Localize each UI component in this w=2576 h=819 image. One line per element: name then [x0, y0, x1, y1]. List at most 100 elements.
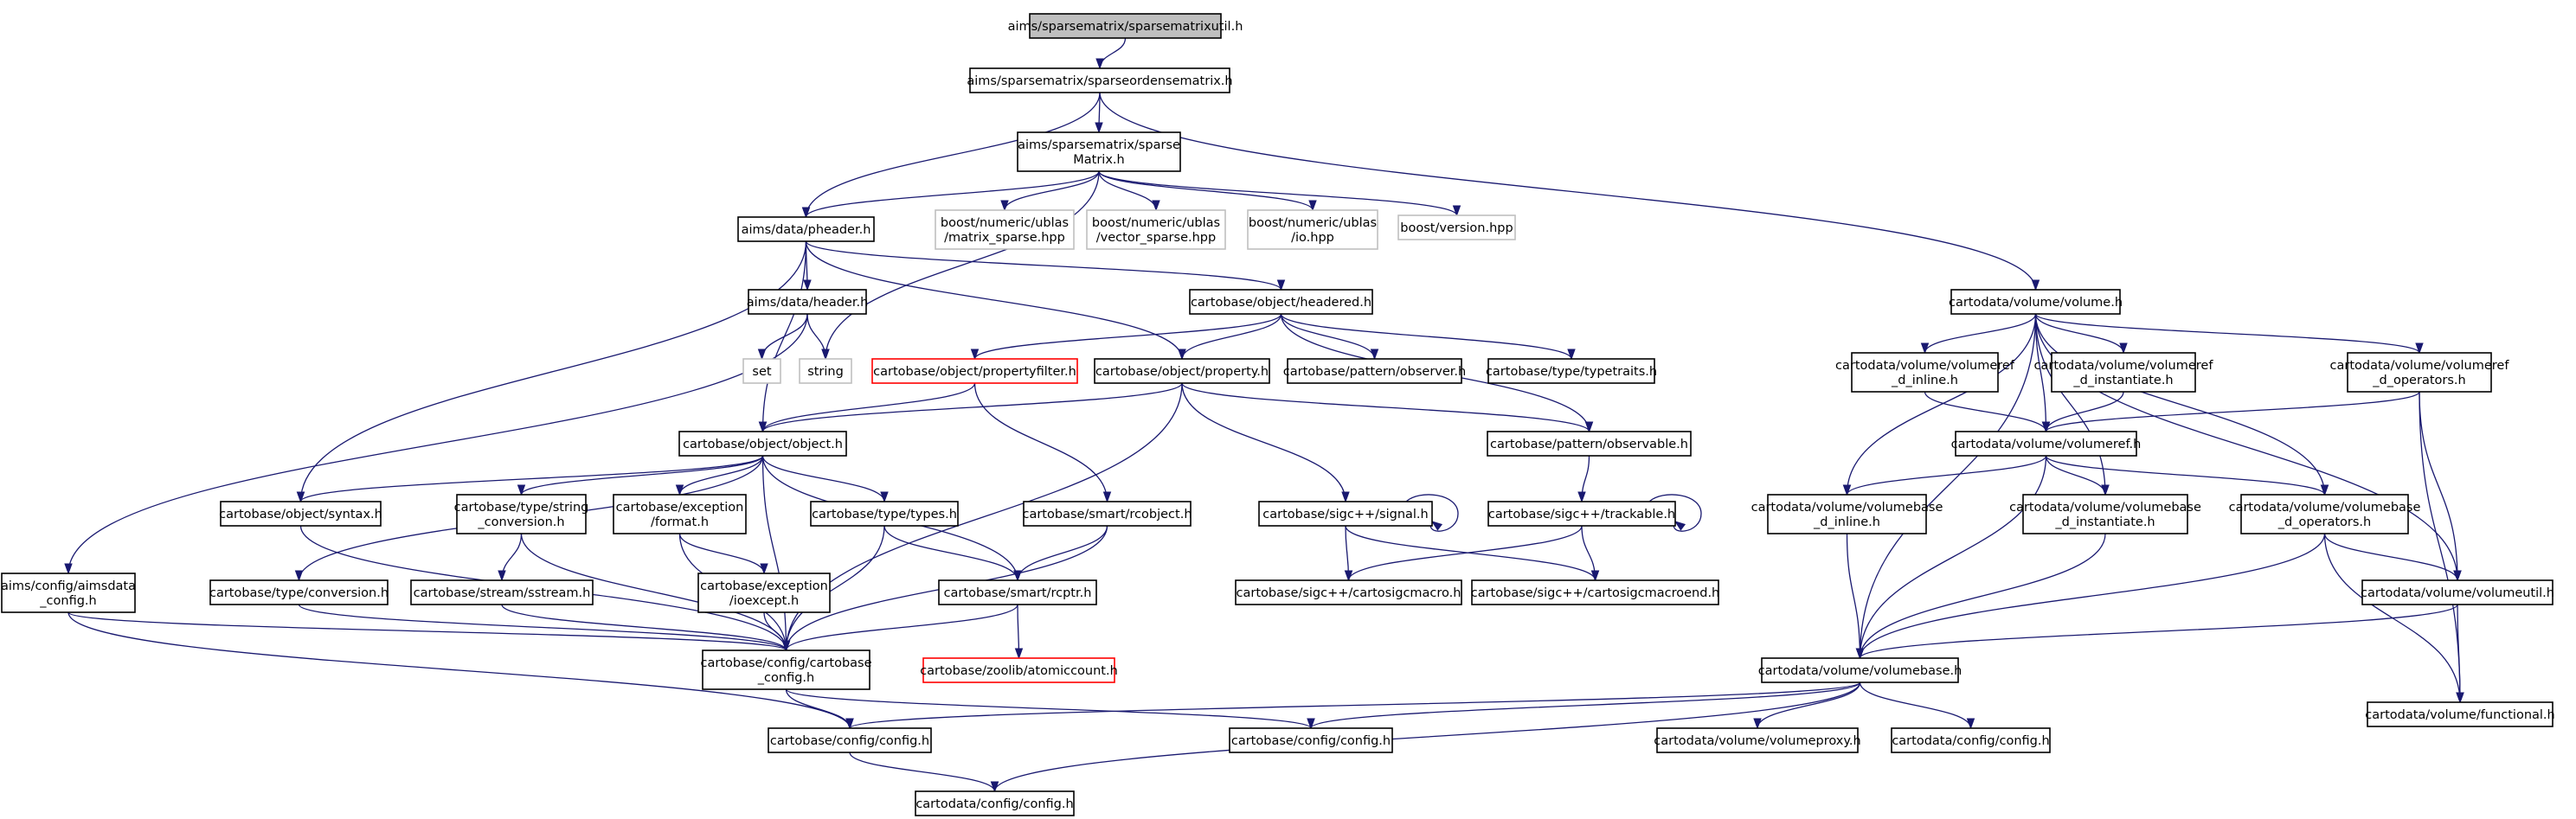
dependency-edge: [1098, 170, 1160, 212]
node-box: [871, 358, 1078, 384]
arrowhead: [801, 207, 811, 219]
file-node-volume[interactable]: cartodata/volume/volume.h: [1949, 289, 2123, 315]
file-node-sigcmacro[interactable]: cartobase/sigc++/cartosigcmacro.h: [1235, 579, 1462, 605]
dependency-edge: [1855, 533, 2326, 660]
node-box: [922, 657, 1115, 683]
file-node-bvecsparse: boost/numeric/ublas/vector_sparse.hpp: [1086, 209, 1226, 250]
file-node-strconv[interactable]: cartobase/type/string_conversion.h: [454, 494, 589, 534]
file-node-config2[interactable]: cartobase/config/config.h: [1229, 727, 1393, 753]
file-node-format[interactable]: cartobase/exception/format.h: [613, 494, 747, 534]
node-box: [1767, 494, 1927, 534]
file-node-cbconfig[interactable]: cartobase/config/cartobase_config.h: [700, 649, 872, 690]
node-label: string: [807, 365, 844, 379]
node-box: [799, 358, 852, 384]
file-node-types[interactable]: cartobase/type/types.h: [810, 501, 959, 527]
arrowhead: [1344, 570, 1353, 582]
file-node-volumebase[interactable]: cartodata/volume/volumebase.h: [1758, 657, 1963, 683]
dependency-edge: [1405, 494, 1459, 532]
self-loop-line: [1405, 494, 1459, 532]
file-node-sodm[interactable]: aims/sparsematrix/sparseordensematrix.h: [967, 67, 1233, 93]
node-label: cartobase/sigc++/cartosigcmacro.h: [1237, 586, 1461, 600]
dependency-edge: [1648, 494, 1702, 532]
file-node-observable[interactable]: cartobase/pattern/observable.h: [1487, 431, 1692, 457]
file-node-rcobject[interactable]: cartobase/smart/rcobject.h: [1022, 501, 1192, 527]
edge-line: [1017, 525, 1108, 581]
file-node-vrefinst[interactable]: cartodata/volume/volumeref_d_instantiate…: [2034, 352, 2214, 393]
edge-line: [1859, 681, 1972, 729]
file-node-volumeref[interactable]: cartodata/volume/volumeref.h: [1951, 431, 2142, 457]
file-node-bversion: boost/version.hpp: [1397, 214, 1516, 240]
dependency-edge: [1307, 681, 1861, 730]
file-node-ioexcept[interactable]: cartobase/exception/ioexcept.h: [697, 573, 831, 613]
arrowhead: [1013, 570, 1022, 582]
file-node-header[interactable]: aims/data/header.h: [747, 289, 869, 315]
arrowhead: [1920, 342, 1930, 355]
node-label: _d_operators.h: [2372, 374, 2465, 387]
file-node-trackable[interactable]: cartobase/sigc++/trackable.h: [1487, 501, 1676, 527]
dependency-edge: [296, 240, 807, 503]
file-node-rcptr[interactable]: cartobase/smart/rcptr.h: [938, 579, 1097, 605]
node-label: cartodata/volume/volumebase: [2009, 501, 2201, 515]
file-node-vrefinline[interactable]: cartodata/volume/volumeref_d_inline.h: [1835, 352, 2015, 393]
edge-line: [973, 382, 1108, 502]
node-box: [697, 573, 831, 613]
arrowhead: [821, 349, 830, 361]
node-label: /io.hpp: [1291, 231, 1334, 245]
node-label: aims/sparsematrix/sparsematrixutil.h: [1008, 20, 1243, 34]
arrowhead: [1590, 570, 1600, 582]
file-node-atomic[interactable]: cartobase/zoolib/atomiccount.h: [920, 657, 1118, 683]
file-node-pheader[interactable]: aims/data/pheader.h: [737, 216, 875, 242]
file-node-observer[interactable]: cartobase/pattern/observer.h: [1283, 358, 1466, 384]
edge-line: [2045, 455, 2326, 496]
arrowhead: [2453, 570, 2462, 582]
file-node-vbops[interactable]: cartodata/volume/volumebase_d_operators.…: [2229, 494, 2421, 534]
file-node-cdconfig[interactable]: cartodata/config/config.h: [915, 790, 1075, 816]
file-node-headered[interactable]: cartobase/object/headered.h: [1189, 289, 1373, 315]
dependency-edge: [1099, 92, 2040, 291]
edge-line: [1347, 525, 1583, 581]
edge-line: [2034, 313, 2047, 432]
node-label: cartobase/config/config.h: [770, 734, 929, 748]
arrowhead: [803, 279, 812, 291]
edge-line: [2034, 313, 2326, 496]
edge-line: [805, 240, 1282, 291]
node-label: cartobase/smart/rcptr.h: [944, 586, 1092, 600]
file-node-vbinst[interactable]: cartodata/volume/volumebase_d_instantiat…: [2009, 494, 2201, 534]
arrowhead: [1095, 58, 1104, 70]
file-node-conversion[interactable]: cartobase/type/conversion.h: [209, 579, 389, 605]
file-node-syntax[interactable]: cartobase/object/syntax.h: [219, 501, 382, 527]
file-node-cdconfig2[interactable]: cartodata/config/config.h: [1891, 727, 2051, 753]
file-node-sstream[interactable]: cartobase/stream/sstream.h: [410, 579, 594, 605]
node-box: [915, 790, 1075, 816]
file-node-typetraits[interactable]: cartobase/type/typetraits.h: [1486, 358, 1657, 384]
file-node-vrefops[interactable]: cartodata/volume/volumeref_d_operators.h: [2330, 352, 2510, 393]
file-node-vbinline[interactable]: cartodata/volume/volumebase_d_inline.h: [1751, 494, 1943, 534]
file-node-functional[interactable]: cartodata/volume/functional.h: [2365, 701, 2555, 727]
dependency-edge: [1855, 533, 2106, 660]
dependency-edge: [1280, 313, 1379, 361]
node-box: [2347, 352, 2492, 393]
node-label: cartodata/config/config.h: [915, 797, 1073, 811]
file-node-aimsdataconfig[interactable]: aims/config/aimsdata_config.h: [1, 573, 136, 613]
file-node-property[interactable]: cartobase/object/property.h: [1094, 358, 1270, 384]
file-node-signal[interactable]: cartobase/sigc++/signal.h: [1258, 501, 1433, 527]
file-node-config1[interactable]: cartobase/config/config.h: [768, 727, 932, 753]
node-box: [1023, 501, 1192, 527]
file-node-volumeutil[interactable]: cartodata/volume/volumeutil.h: [2361, 579, 2554, 605]
edge-line: [761, 313, 808, 360]
arrowhead: [1341, 491, 1350, 503]
node-label: cartobase/sigc++/signal.h: [1262, 508, 1428, 521]
file-node-propfilter[interactable]: cartobase/object/propertyfilter.h: [871, 358, 1078, 384]
dependency-edge: [2034, 313, 2128, 355]
edge-line: [1280, 313, 1572, 360]
edge-line: [678, 533, 765, 574]
node-box: [456, 494, 587, 534]
node-label: _d_inline.h: [1891, 374, 1958, 387]
dependency-edge: [1098, 170, 1317, 212]
file-node-volproxy[interactable]: cartodata/volume/volumeproxy.h: [1654, 727, 1861, 753]
arrowhead: [1584, 421, 1594, 433]
file-node-object[interactable]: cartobase/object/object.h: [678, 431, 847, 457]
file-node-sigcmacroend[interactable]: cartobase/sigc++/cartosigcmacroend.h: [1471, 579, 1720, 605]
dependency-edge: [675, 455, 764, 496]
